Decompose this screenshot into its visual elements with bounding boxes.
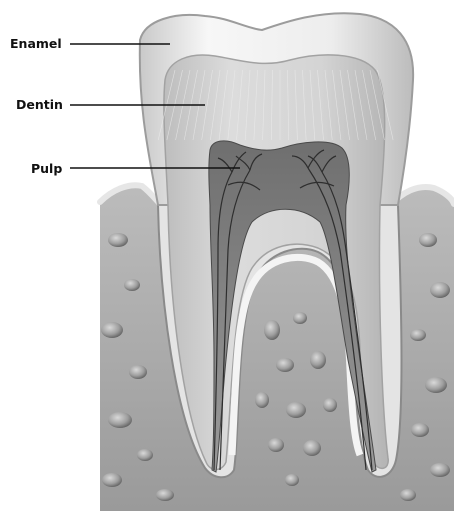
bone-pore — [156, 489, 174, 501]
bone-pore — [276, 358, 294, 372]
bone-pore — [124, 279, 140, 291]
bone-pore — [268, 438, 284, 452]
bone-pore — [410, 329, 426, 341]
bone-pore — [400, 489, 416, 501]
bone-pore — [310, 351, 326, 369]
bone-pore — [286, 402, 306, 418]
enamel-label: Enamel — [10, 37, 62, 51]
bone-pore — [411, 423, 429, 437]
bone-pore — [264, 320, 280, 340]
bone-pore — [419, 233, 437, 247]
bone-pore — [255, 392, 269, 408]
bone-pore — [108, 412, 132, 428]
bone-pore — [137, 449, 153, 461]
bone-pore — [129, 365, 147, 379]
bone-pore — [425, 377, 447, 393]
bone-pore — [430, 463, 450, 477]
bone-pore — [101, 322, 123, 338]
bone-pore — [285, 474, 299, 486]
dentin-label: Dentin — [16, 98, 63, 112]
bone-pore — [108, 233, 128, 247]
bone-pore — [293, 312, 307, 324]
bone-pore — [430, 282, 450, 298]
bone-pore — [102, 473, 122, 487]
bone-pore — [323, 398, 337, 412]
bone-pore — [303, 440, 321, 456]
pulp-label: Pulp — [31, 162, 62, 176]
